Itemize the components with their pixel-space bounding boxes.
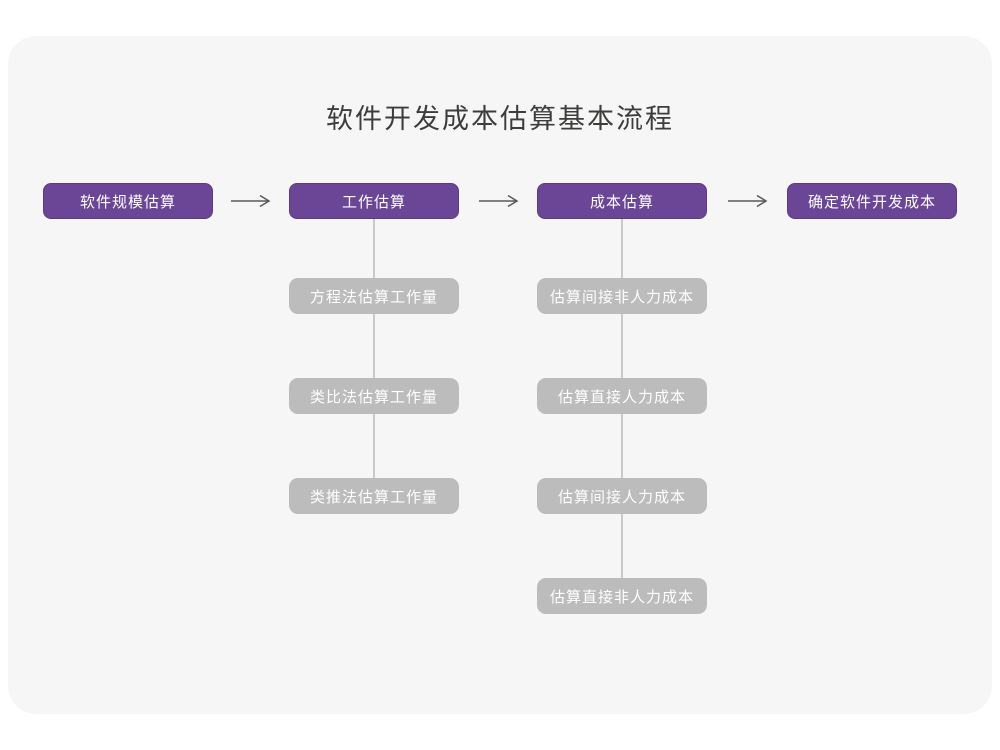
node-determine-development-cost: 确定软件开发成本: [787, 183, 957, 219]
node-indirect-labor-cost: 估算间接人力成本: [537, 478, 707, 514]
node-direct-nonlabor-cost: 估算直接非人力成本: [537, 578, 707, 614]
node-direct-labor-cost: 估算直接人力成本: [537, 378, 707, 414]
arrow-icon-step3-step4: [726, 193, 770, 209]
diagram-title: 软件开发成本估算基本流程: [326, 104, 674, 134]
node-equation-method: 方程法估算工作量: [289, 278, 459, 314]
diagram-card: [8, 36, 992, 714]
node-work-estimation: 工作估算: [289, 183, 459, 219]
arrow-icon-step1-step2: [229, 193, 273, 209]
node-cost-estimation: 成本估算: [537, 183, 707, 219]
node-software-scale-estimation: 软件规模估算: [43, 183, 213, 219]
node-analogy-method: 类推法估算工作量: [289, 478, 459, 514]
node-indirect-nonlabor-cost: 估算间接非人力成本: [537, 278, 707, 314]
arrow-icon-step2-step3: [477, 193, 521, 209]
connector-line-work-estimation: [373, 219, 375, 496]
node-comparison-method: 类比法估算工作量: [289, 378, 459, 414]
